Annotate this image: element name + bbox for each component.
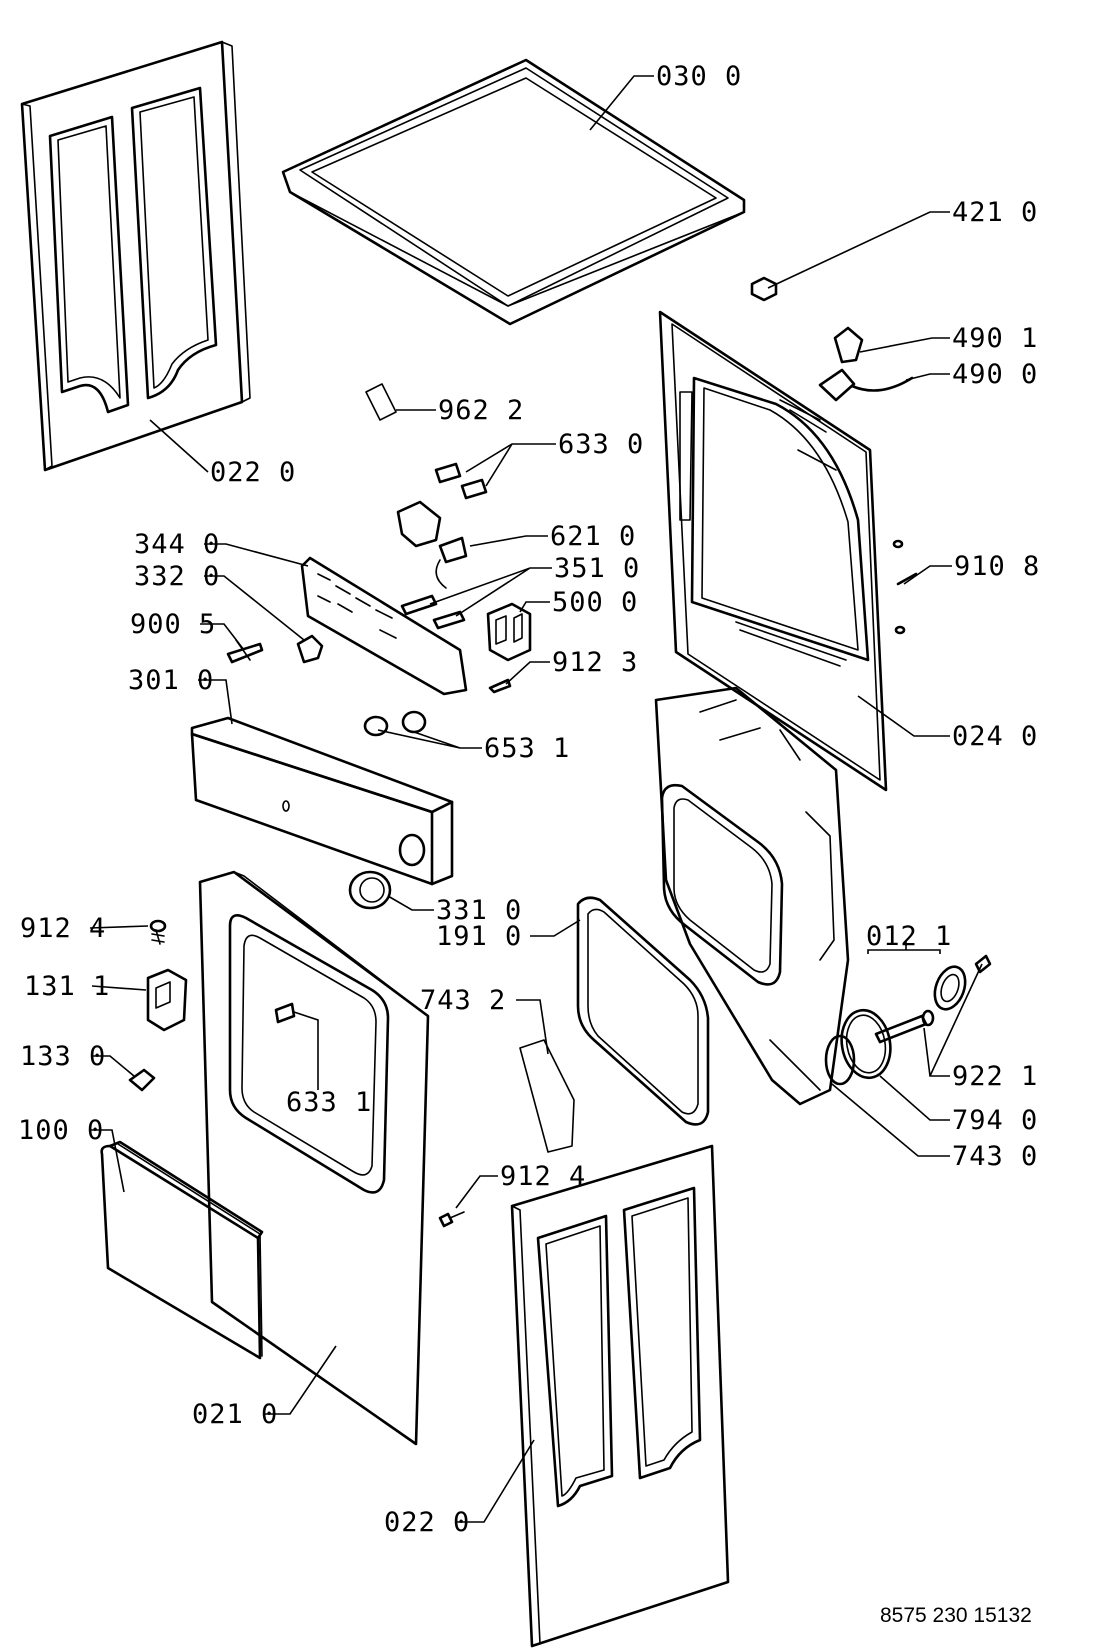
label-control-panel: 301 0: [128, 665, 214, 696]
label-part-0121: 012 1: [866, 921, 952, 952]
label-top-cover: 030 0: [656, 61, 742, 92]
label-control-bracket: 344 0: [134, 529, 220, 560]
label-door-seal: 191 0: [436, 921, 522, 952]
label-left-side-panel: 022 0: [210, 457, 296, 488]
right-side-panel: [510, 1144, 730, 1648]
label-part-1330: 133 0: [20, 1041, 106, 1072]
label-rear-panel: 024 0: [952, 721, 1038, 752]
label-front-panel: 021 0: [192, 1399, 278, 1430]
label-screw-9123: 912 3: [552, 647, 638, 678]
drum-housing: [654, 686, 856, 1106]
label-right-side-panel: 022 0: [384, 1507, 470, 1538]
label-part-9221: 922 1: [952, 1061, 1038, 1092]
label-part-9108: 910 8: [954, 551, 1040, 582]
control-bracket: [300, 556, 468, 696]
shaft-parts: [874, 954, 992, 1044]
part-7432: [519, 1039, 575, 1153]
label-belt: 794 0: [952, 1105, 1038, 1136]
document-number: 8575 230 15132: [880, 1604, 1032, 1627]
label-sticker: 962 2: [438, 395, 524, 426]
connector-part: [750, 276, 778, 302]
label-power-part: 490 1: [952, 323, 1038, 354]
label-drawer-front: 100 0: [18, 1115, 104, 1146]
power-parts: [818, 326, 914, 402]
label-part-7432: 743 2: [420, 985, 506, 1016]
left-side-panel: [20, 40, 251, 472]
label-knob-6531: 653 1: [484, 733, 570, 764]
label-drum-support: 743 0: [952, 1141, 1038, 1172]
label-power-cord: 490 0: [952, 359, 1038, 390]
left-small-parts: [128, 919, 188, 1092]
label-sticker-part: [365, 383, 397, 421]
rear-screws: [892, 539, 918, 635]
top-cover: [281, 58, 746, 326]
misc-small-parts: [226, 634, 512, 694]
label-knob-3310: 331 0: [436, 895, 522, 926]
drawer-front: [100, 1140, 264, 1360]
label-screw-9124-left: 912 4: [20, 913, 106, 944]
label-connector: 421 0: [952, 197, 1038, 228]
small-parts-cluster: [396, 462, 532, 662]
label-part-3510: 351 0: [554, 553, 640, 584]
part-labels: 030 0 022 0 421 0 490 1 490 0 962 2 633 …: [18, 61, 1040, 1627]
knobs: [348, 710, 427, 910]
label-part-9005: 900 5: [130, 609, 216, 640]
label-part-3320: 332 0: [134, 561, 220, 592]
label-part-6331: 633 1: [286, 1087, 372, 1118]
label-part-5000: 500 0: [552, 587, 638, 618]
label-part-6330: 633 0: [558, 429, 644, 460]
label-door-lock: 131 1: [24, 971, 110, 1002]
door-seal: [576, 896, 710, 1126]
label-screw-9124-front: 912 4: [500, 1161, 586, 1192]
leader-lines: [89, 75, 983, 1523]
control-panel: [190, 716, 454, 886]
front-panel: [198, 870, 430, 1446]
rear-panel: [658, 310, 888, 792]
front-screw: [438, 1211, 465, 1228]
belt: [840, 1008, 892, 1080]
label-part-6210: 621 0: [550, 521, 636, 552]
